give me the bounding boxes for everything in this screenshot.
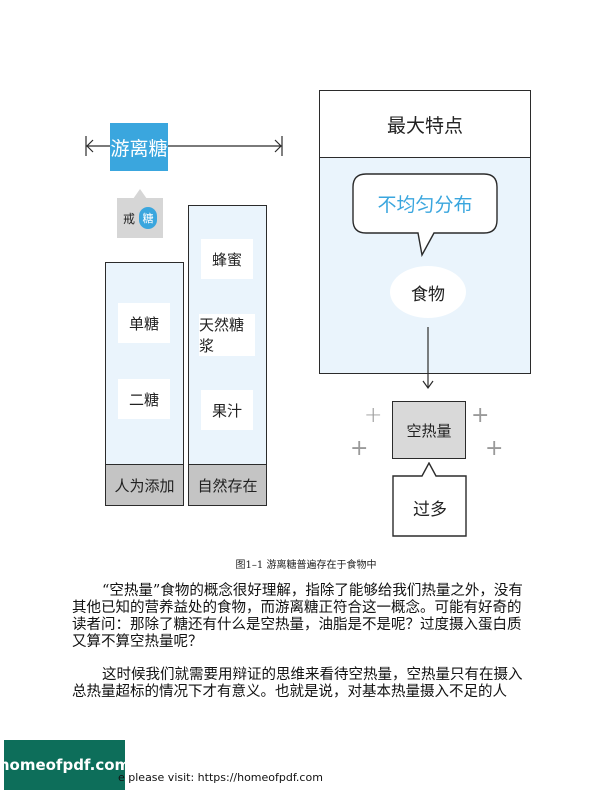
juice-label: 果汁 bbox=[211, 401, 242, 420]
empty-calorie-label: 空热量 bbox=[406, 421, 452, 440]
figure-caption: 图1–1 游离糖普遍存在于食物中 bbox=[0, 556, 612, 571]
added-footer-label: 人为添加 bbox=[114, 476, 175, 495]
natural-footer: 自然存在 bbox=[188, 464, 267, 506]
empty-calorie-box: 空热量 bbox=[392, 401, 466, 459]
disaccharide-card: 二糖 bbox=[118, 379, 170, 419]
feature-title: 最大特点 bbox=[386, 114, 463, 137]
feature-title-bar: 最大特点 bbox=[319, 90, 531, 158]
plus-icon: + bbox=[471, 403, 490, 428]
monosaccharide-card: 单糖 bbox=[118, 303, 170, 343]
uneven-text-wrap: 不均匀分布 bbox=[352, 174, 498, 233]
uneven-distribution-label: 不均匀分布 bbox=[377, 194, 473, 216]
natural-syrup-card: 天然糖浆 bbox=[199, 314, 255, 356]
food-oval: 食物 bbox=[390, 266, 466, 318]
visit-link-text: e please visit: https://homeofpdf.com bbox=[118, 771, 323, 784]
juice-card: 果汁 bbox=[201, 390, 253, 430]
figure-caption-text: 图1–1 游离糖普遍存在于食物中 bbox=[235, 560, 377, 571]
honey-label: 蜂蜜 bbox=[211, 250, 242, 269]
monosaccharide-label: 单糖 bbox=[128, 314, 159, 333]
free-sugar-label: 游离糖 bbox=[110, 137, 168, 160]
visit-link[interactable]: e please visit: https://homeofpdf.com bbox=[118, 771, 323, 784]
added-footer: 人为添加 bbox=[105, 464, 184, 506]
food-label: 食物 bbox=[411, 284, 445, 305]
down-arrow bbox=[422, 327, 434, 390]
homeofpdf-logo[interactable]: homeofpdf.com bbox=[0, 740, 130, 790]
logo-text: homeofpdf.com bbox=[0, 756, 131, 774]
free-sugar-banner: 游离糖 bbox=[110, 123, 168, 171]
sugar-label: 糖 bbox=[142, 212, 154, 225]
plus-icon: + bbox=[350, 436, 369, 461]
uneven-bubble bbox=[352, 173, 498, 257]
excess-label: 过多 bbox=[413, 499, 447, 520]
plus-icon: + bbox=[485, 436, 504, 461]
excess-callout bbox=[392, 462, 467, 537]
body-paragraph-2: 这时候我们就需要用辩证的思维来看待空热量，空热量只有在摄入 总热量超标的情况下才… bbox=[72, 667, 523, 700]
quit-sugar-badge: 戒 糖 bbox=[117, 198, 163, 238]
natural-syrup-label: 天然糖浆 bbox=[199, 316, 245, 355]
honey-card: 蜂蜜 bbox=[201, 239, 253, 279]
badge-pointer bbox=[133, 189, 147, 199]
excess-text-wrap: 过多 bbox=[393, 477, 467, 537]
quit-label: 戒 bbox=[122, 211, 135, 226]
natural-footer-label: 自然存在 bbox=[197, 476, 258, 495]
sugar-circle: 糖 bbox=[139, 207, 157, 229]
plus-icon: + bbox=[364, 403, 383, 428]
disaccharide-label: 二糖 bbox=[128, 390, 159, 409]
body-paragraph-1: “空热量”食物的概念很好理解，指除了能够给我们热量之外，没有 其他已知的营养益处… bbox=[72, 583, 523, 650]
